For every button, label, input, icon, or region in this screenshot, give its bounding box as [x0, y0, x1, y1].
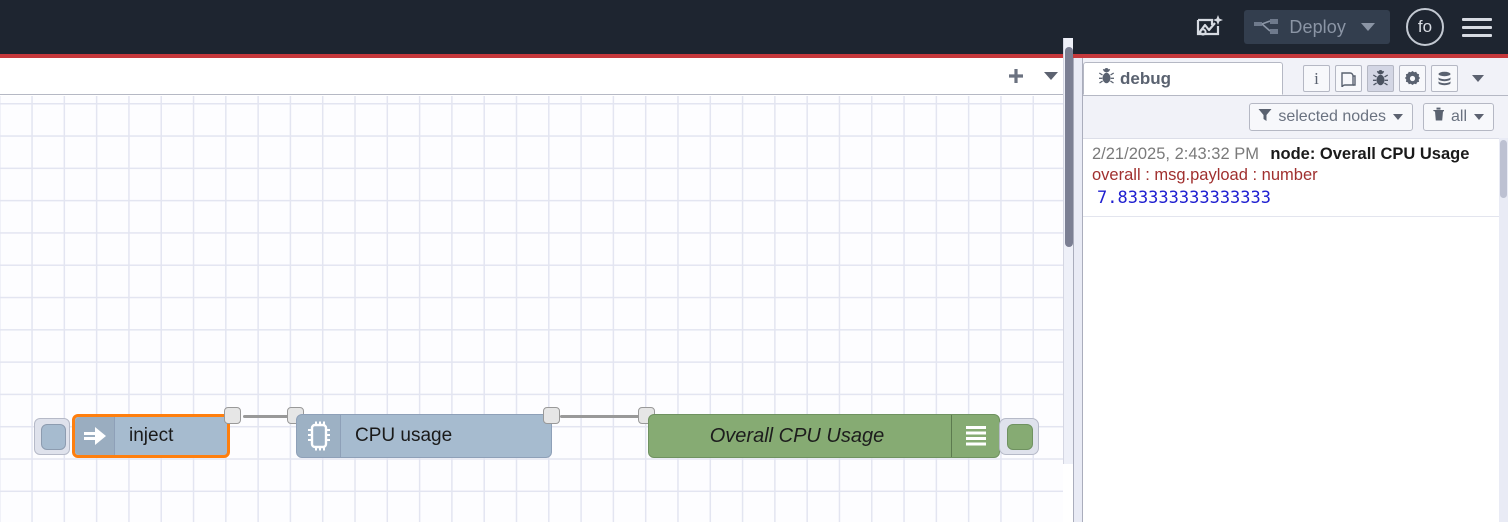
debug-filter-nodes-button[interactable]: selected nodes	[1249, 103, 1413, 131]
deploy-button[interactable]: Deploy	[1244, 10, 1390, 44]
canvas-scrollbar-thumb[interactable]	[1065, 47, 1073, 247]
sidebar-tabs-overflow-caret[interactable]	[1465, 66, 1491, 92]
context-stack-icon[interactable]	[1431, 65, 1458, 92]
import-export-icon[interactable]	[1188, 7, 1232, 47]
gear-icon[interactable]	[1399, 65, 1426, 92]
inject-status-button[interactable]	[34, 418, 70, 455]
debug-filter-nodes-label: selected nodes	[1278, 108, 1386, 125]
panel-divider[interactable]	[1073, 58, 1083, 522]
wire-inject-to-cpu[interactable]	[243, 415, 295, 418]
sidebar-tab-buttons: i	[1303, 65, 1491, 95]
debug-message-value: 7.833333333333333	[1097, 188, 1271, 208]
deploy-label: Deploy	[1289, 16, 1346, 37]
wire-cpu-to-debug[interactable]	[560, 415, 648, 418]
hamburger-menu-icon[interactable]	[1462, 17, 1492, 37]
bug-icon	[1098, 67, 1115, 90]
header-actions: Deploy fo	[1188, 7, 1508, 47]
workspace: inject CPU usage Ov	[0, 58, 1073, 522]
debug-message[interactable]: 2/21/2025, 2:43:32 PM node: Overall CPU …	[1083, 139, 1508, 217]
debug-message-timestamp: 2/21/2025, 2:43:32 PM	[1092, 145, 1259, 163]
info-icon[interactable]: i	[1303, 65, 1330, 92]
tab-debug-label: debug	[1120, 68, 1171, 88]
node-debug-enable-toggle[interactable]	[999, 418, 1039, 455]
chevron-down-icon[interactable]	[1360, 22, 1388, 32]
chevron-down-icon[interactable]	[1033, 59, 1069, 93]
node-cpu-usage-label: CPU usage	[355, 425, 453, 446]
node-inject[interactable]: inject	[72, 414, 230, 458]
sidebar: debug i	[1083, 58, 1508, 522]
debug-clear-button[interactable]: all	[1422, 103, 1494, 131]
tab-debug[interactable]: debug	[1083, 62, 1283, 95]
node-inject-label: inject	[129, 425, 174, 446]
trash-icon	[1432, 107, 1445, 127]
debug-clear-label: all	[1450, 108, 1467, 125]
debug-message-source-node[interactable]: node: Overall CPU Usage	[1270, 145, 1470, 163]
node-overall-cpu-usage-debug[interactable]: Overall CPU Usage	[648, 414, 1000, 458]
flow-canvas[interactable]: inject CPU usage Ov	[0, 96, 1063, 522]
debug-list-icon	[951, 415, 999, 457]
cpu-chip-icon	[297, 415, 341, 457]
deploy-pending-strip	[0, 54, 1508, 58]
flow-tab-bar	[0, 58, 1073, 95]
inject-arrow-icon	[75, 417, 115, 455]
chevron-down-icon	[1392, 108, 1404, 126]
bug-icon[interactable]	[1367, 65, 1394, 92]
node-cpu-output-port[interactable]	[543, 407, 560, 424]
debug-list-scrollbar-thumb[interactable]	[1500, 140, 1507, 198]
sidebar-tab-bar: debug i	[1083, 58, 1508, 96]
canvas-vertical-scrollbar[interactable]	[1063, 38, 1073, 464]
debug-message-list[interactable]: 2/21/2025, 2:43:32 PM node: Overall CPU …	[1083, 138, 1508, 522]
avatar-initials: fo	[1417, 17, 1433, 36]
deploy-nodes-icon	[1254, 18, 1280, 36]
debug-message-topic: overall : msg.payload : number	[1092, 166, 1318, 184]
debug-list-scrollbar[interactable]	[1499, 138, 1508, 522]
plus-icon[interactable]	[999, 59, 1033, 93]
avatar[interactable]: fo	[1406, 8, 1444, 46]
debug-filter-toolbar: selected nodes all	[1083, 96, 1508, 138]
chevron-down-icon	[1473, 108, 1485, 126]
funnel-icon	[1258, 108, 1272, 127]
app-header: Deploy fo	[0, 0, 1508, 54]
node-debug-label: Overall CPU Usage	[709, 424, 885, 447]
help-book-icon[interactable]	[1335, 65, 1362, 92]
node-inject-output-port[interactable]	[224, 407, 241, 424]
node-cpu-usage[interactable]: CPU usage	[296, 414, 552, 458]
